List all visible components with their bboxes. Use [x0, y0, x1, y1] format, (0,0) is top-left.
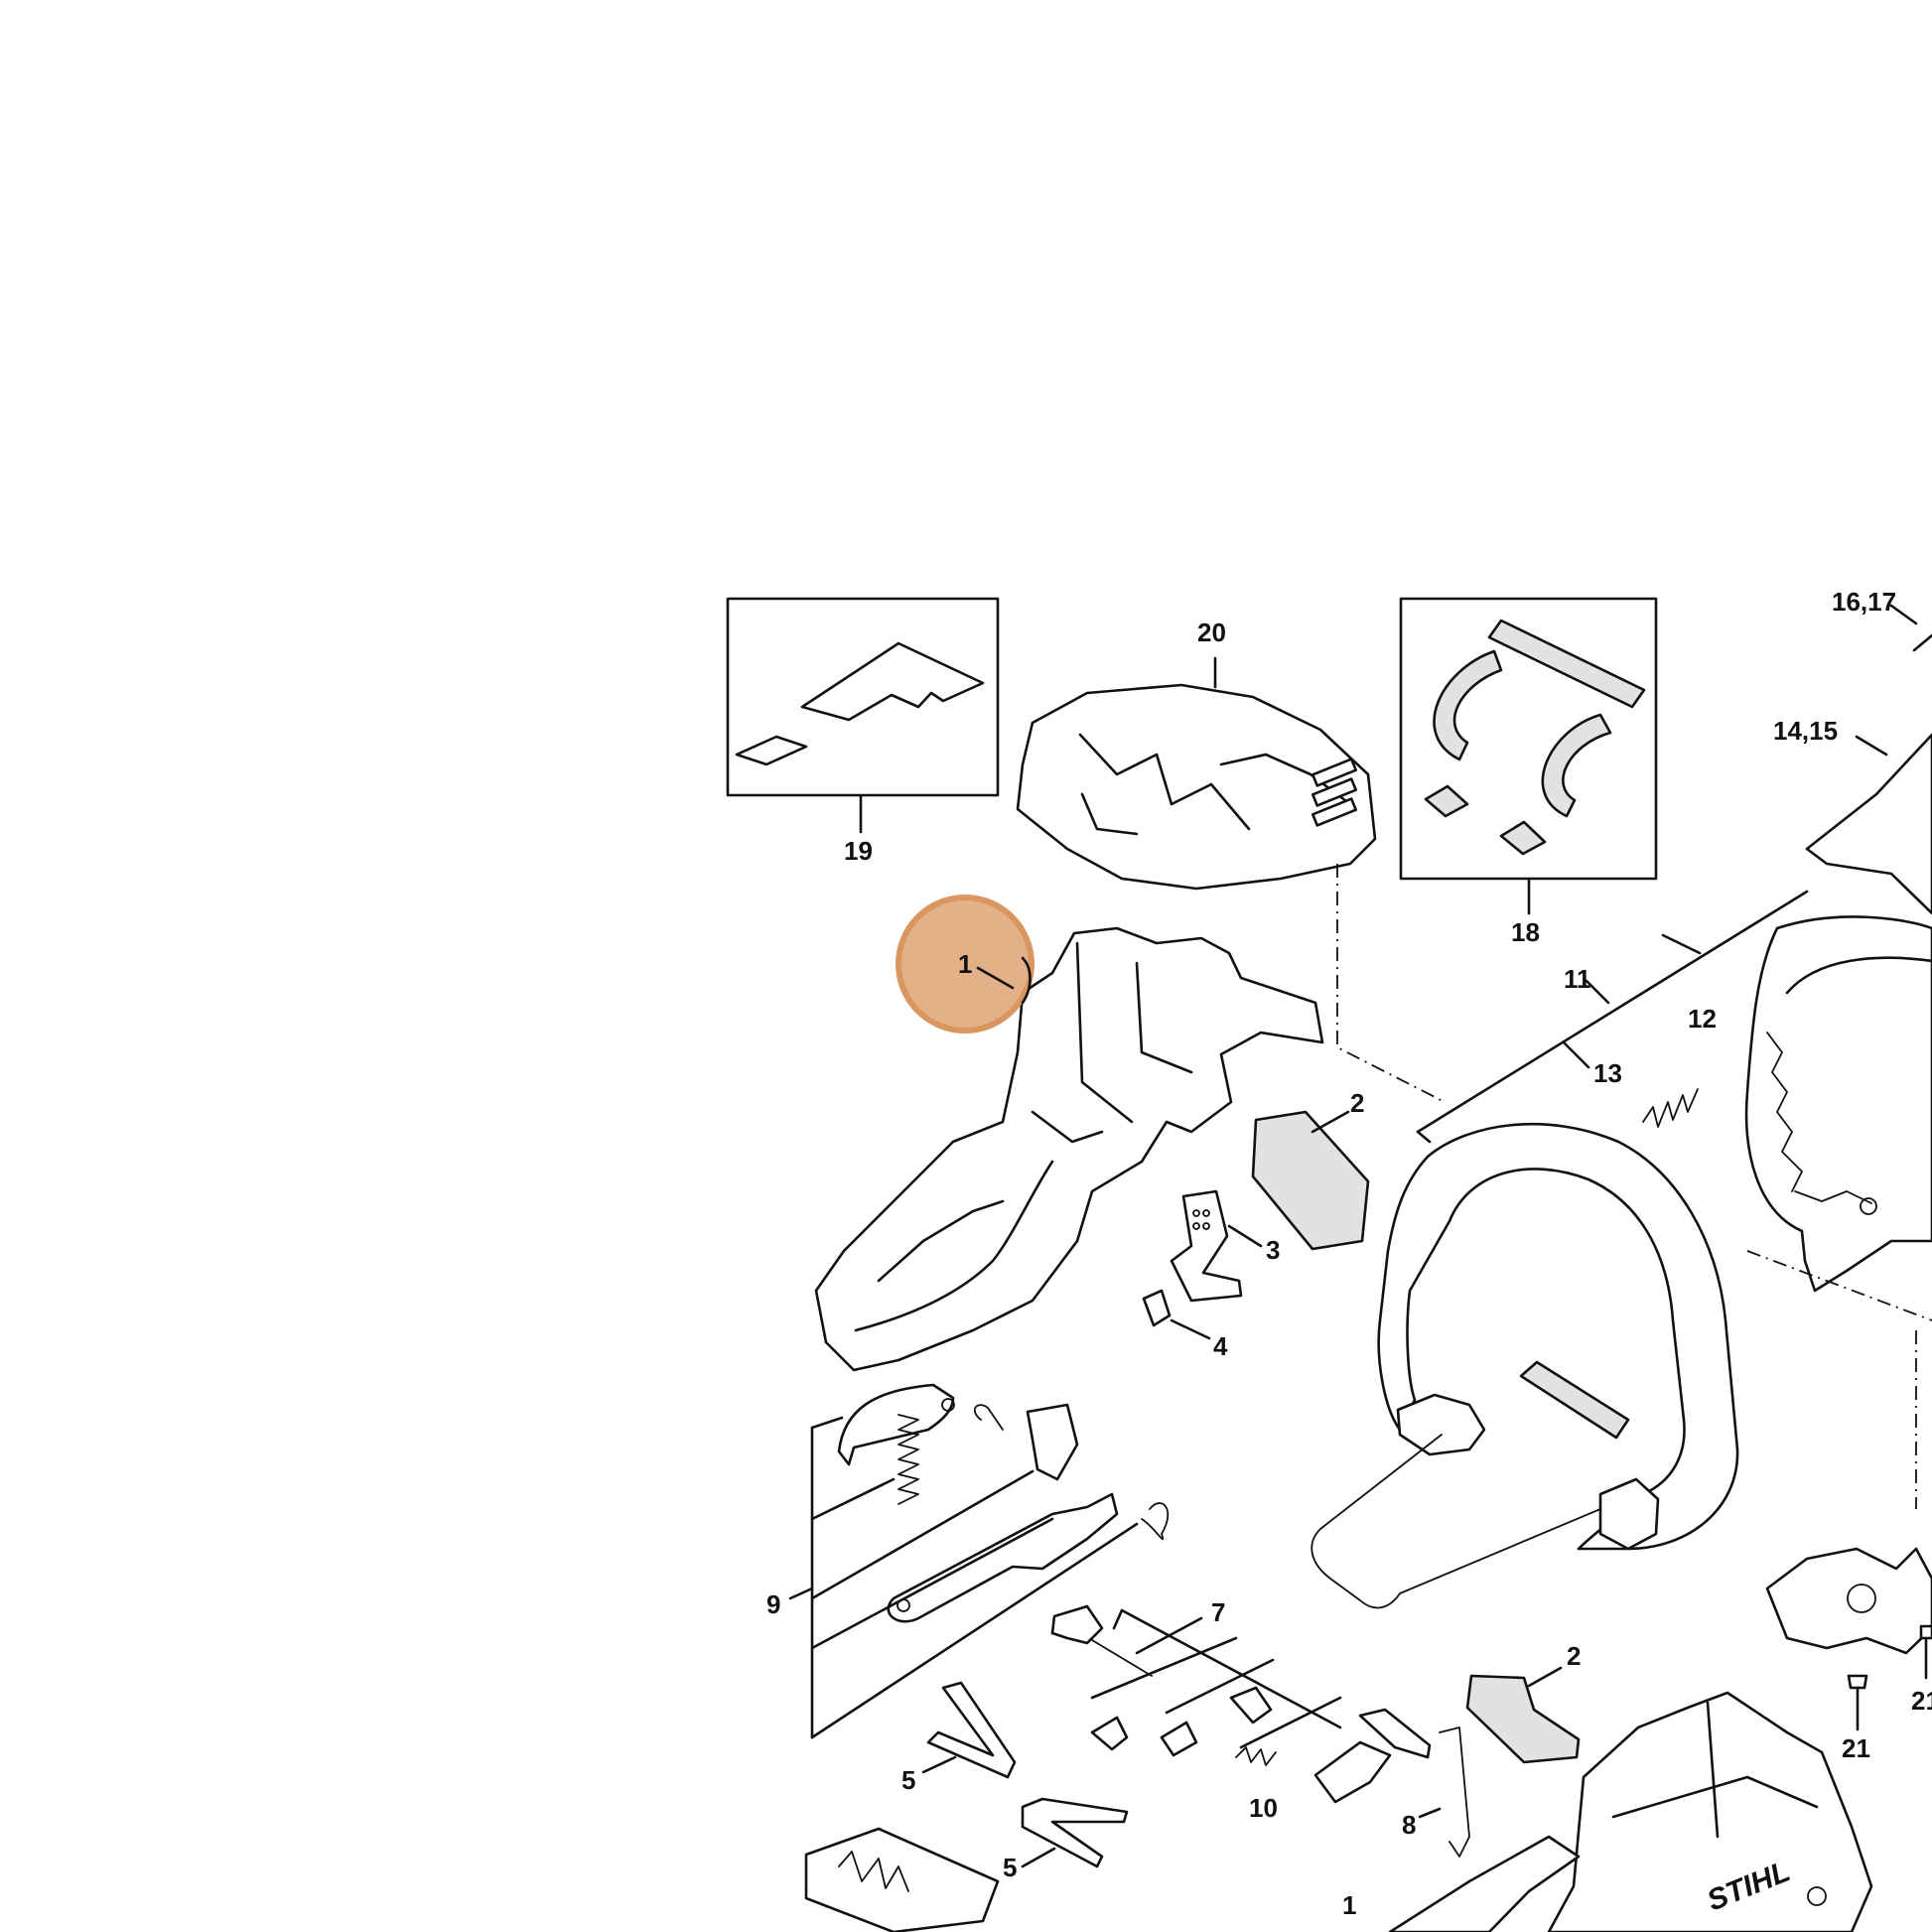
callout-14-15: 14,15	[1773, 716, 1838, 746]
part-12-handguard	[1744, 915, 1932, 1509]
callout-5-upper: 5	[901, 1765, 915, 1795]
part-13-spring	[1642, 1088, 1699, 1128]
callout-9: 9	[766, 1589, 780, 1619]
callout-7: 7	[1211, 1597, 1225, 1627]
part-lower-handle-fragment	[1388, 1835, 1581, 1932]
part-19-sticker-set	[726, 597, 1000, 834]
callout-3: 3	[1266, 1235, 1280, 1265]
callout-1: 1	[958, 949, 972, 979]
callout-21: 21	[1842, 1733, 1870, 1763]
part-18-foam-set	[1399, 597, 1658, 915]
callout-21-edge: 21	[1911, 1686, 1932, 1716]
highlight-circle	[896, 895, 1035, 1034]
callout-12: 12	[1688, 1004, 1717, 1034]
callout-19: 19	[844, 836, 873, 866]
part-7-10-lever-set	[1050, 1604, 1432, 1804]
part-lower-housing	[1547, 1691, 1873, 1932]
callout-4: 4	[1213, 1331, 1228, 1361]
callout-11: 11	[1564, 964, 1591, 994]
callout-8: 8	[1402, 1810, 1416, 1840]
callout-2-lower: 2	[1567, 1641, 1581, 1671]
part-1-housing	[814, 926, 1324, 1372]
callout-13: 13	[1593, 1058, 1622, 1088]
part-2-foam-upper	[1251, 1110, 1370, 1251]
part-14-15-cover	[1805, 733, 1932, 915]
callout-5-lower: 5	[1003, 1853, 1017, 1882]
part-11-handle-bar	[1311, 1122, 1739, 1609]
part-4-small-piece	[1142, 1289, 1211, 1340]
part-16-17-fragment	[1889, 604, 1932, 652]
part-20-shroud	[1016, 656, 1446, 1103]
callout-bracket-11-12-13	[1416, 890, 1809, 1144]
callout-1-lower: 1	[1342, 1890, 1356, 1920]
part-base-fragment	[804, 1827, 1000, 1932]
part-9-trigger-set	[788, 1383, 1170, 1739]
callout-10: 10	[1249, 1793, 1278, 1823]
callout-20: 20	[1197, 618, 1226, 647]
callout-18: 18	[1511, 917, 1540, 947]
part-8-rod	[1418, 1726, 1470, 1858]
part-21-screws	[1765, 1547, 1932, 1731]
callout-2-upper: 2	[1350, 1088, 1364, 1118]
callout-16-17: 16,17	[1832, 587, 1896, 617]
part-2-foam-lower	[1465, 1666, 1581, 1764]
part-5-clips	[921, 1681, 1129, 1868]
part-3-plate	[1170, 1189, 1263, 1303]
